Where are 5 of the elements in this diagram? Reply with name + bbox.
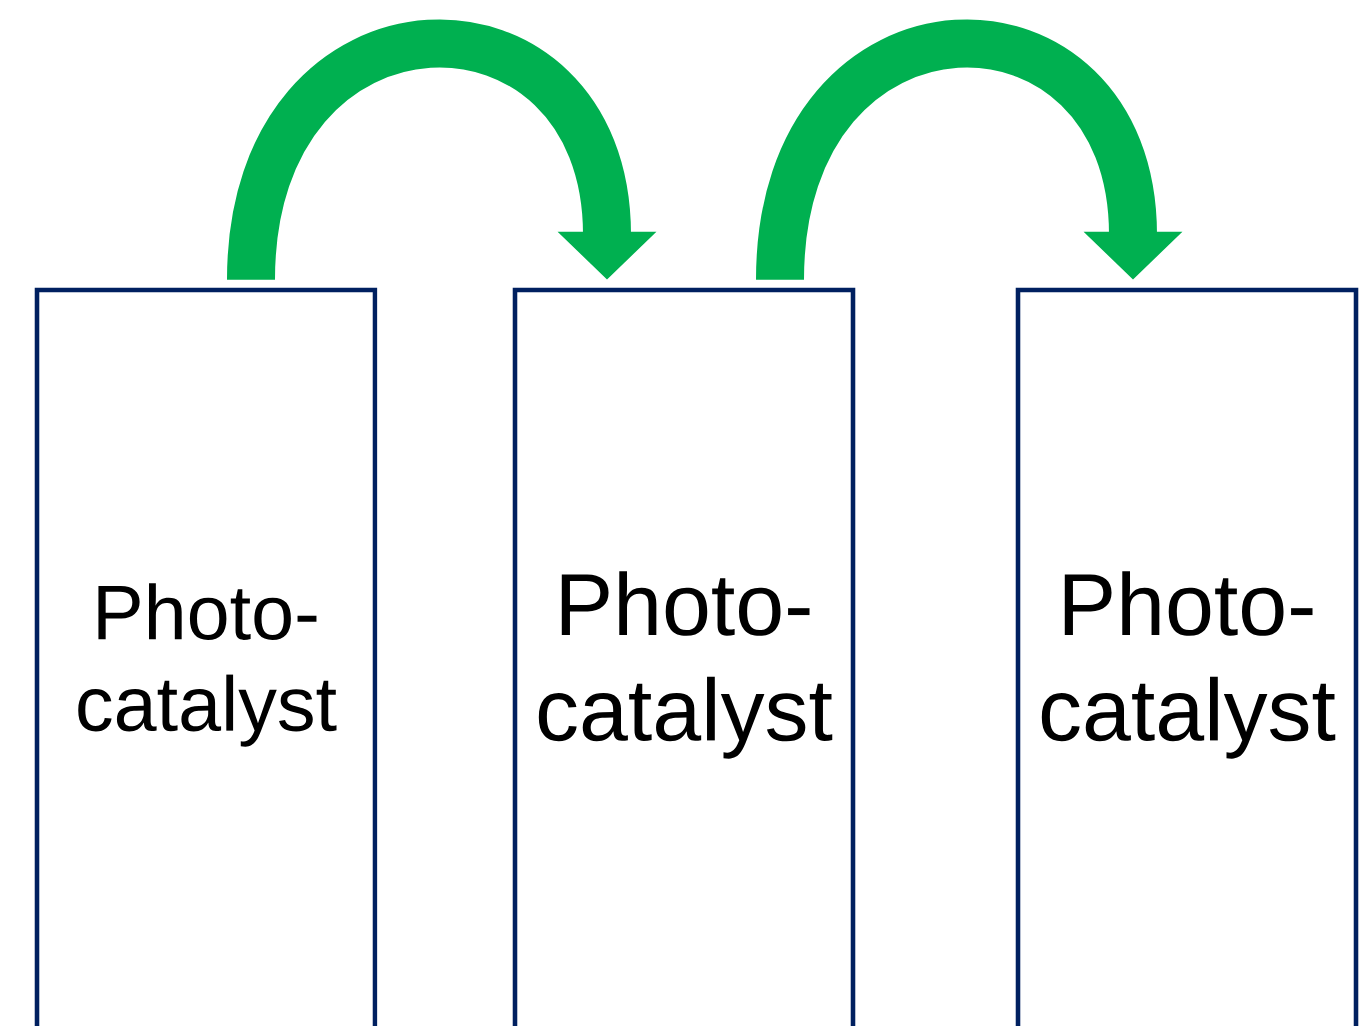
curved-arrow [227,19,657,283]
curved-arrow [756,19,1183,283]
process-box: Photo- catalyst [34,287,378,1026]
process-box: Photo- catalyst [1015,287,1359,1026]
process-box: Photo- catalyst [512,287,856,1026]
